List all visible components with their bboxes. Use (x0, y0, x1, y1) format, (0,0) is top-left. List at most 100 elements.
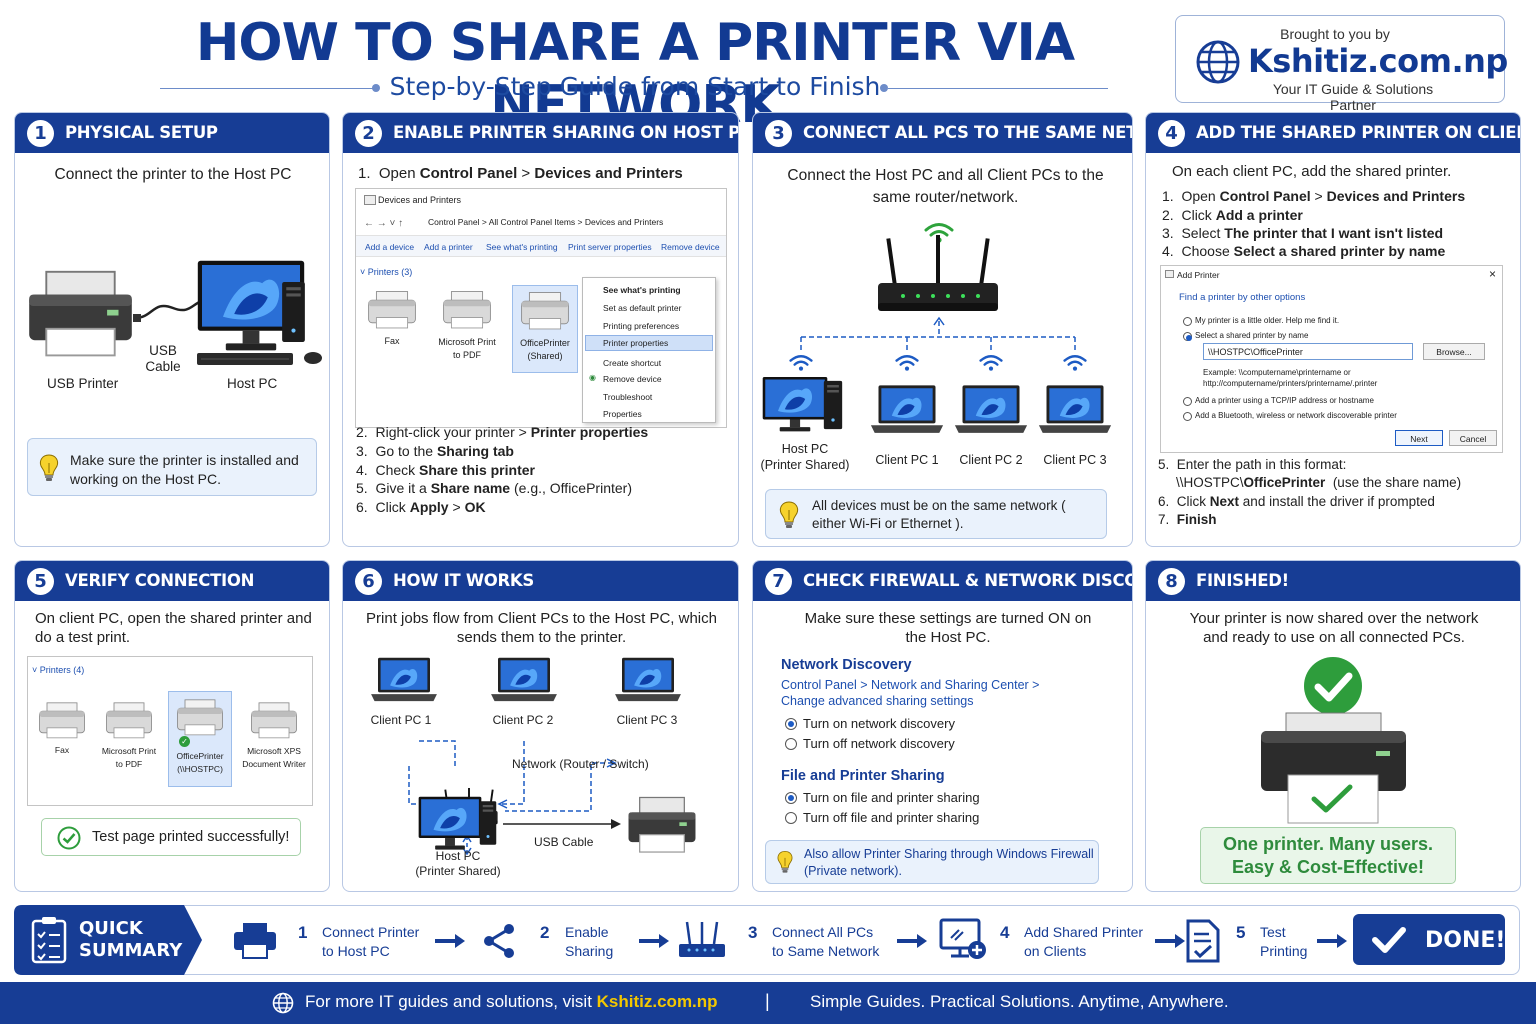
step-6-title: HOW IT WORKS (393, 571, 534, 590)
usb-cable-arrow (503, 819, 621, 829)
opt-tcpip-radio[interactable] (1183, 397, 1192, 406)
opt-bluetooth-label: Add a Bluetooth, wireless or network dis… (1195, 411, 1397, 420)
menu-properties[interactable]: Properties (603, 409, 642, 419)
subtitle-dot-left (372, 84, 380, 92)
page-subtitle: Step-by-Step Guide from Start to Finish (389, 72, 881, 101)
nd-on-label: Turn on network discovery (803, 716, 955, 731)
device-fax-label: Fax (384, 336, 400, 346)
crumb-devices[interactable]: Devices and Printers (584, 217, 664, 227)
globe-icon (1196, 40, 1240, 84)
browse-button[interactable]: Browse... (1423, 343, 1485, 360)
device-ms-xps[interactable]: Microsoft XPS Document Writer (238, 701, 310, 781)
step-5-number: 5 (27, 568, 54, 595)
wifi-client1-icon (895, 354, 919, 372)
crumb-control-panel[interactable]: Control Panel (428, 217, 480, 227)
file-printer-sharing-title: File and Printer Sharing (781, 768, 945, 784)
window-nav-arrows[interactable]: ← → ˅ ↑ (364, 218, 404, 229)
crumb-all-items[interactable]: All Control Panel Items (488, 217, 576, 227)
advanced-sharing-path: Control Panel > Network and Sharing Cent… (781, 678, 1040, 708)
printer-path-input[interactable]: \\HOSTPC\OfficePrinter (1203, 343, 1413, 360)
menu-see-printing[interactable]: See what's printing (603, 285, 681, 295)
printers-group-5[interactable]: ˅ Printers (4) (32, 665, 85, 675)
brand-box[interactable]: Brought to you by Kshitiz.com.np Your IT… (1175, 15, 1508, 113)
summary-arrow-5 (1337, 934, 1347, 948)
step-2-header: 2 ENABLE PRINTER SHARING ON HOST PC (343, 113, 738, 153)
toolbar-see-printing[interactable]: See what's printing (486, 242, 558, 252)
fp-on-radio[interactable] (785, 792, 797, 804)
step-2-instruction-5: 5. Give it a Share name (e.g., OfficePri… (356, 480, 632, 496)
step-5-panel: 5 VERIFY CONNECTION On client PC, open t… (14, 560, 330, 892)
step-4-number: 4 (1158, 120, 1185, 147)
test-success-text: Test page printed successfully! (92, 829, 290, 845)
step-8-title: FINISHED! (1196, 571, 1289, 590)
step-3-header: 3 CONNECT ALL PCS TO THE SAME NETWORK (753, 113, 1132, 153)
device-ms-print-pdf-label: Microsoft Print to PDF (438, 337, 496, 360)
usb-cable-label: USB Cable (145, 343, 181, 374)
summary-step-3-num: 3 (748, 923, 758, 942)
next-button[interactable]: Next (1395, 430, 1443, 446)
done-button[interactable]: DONE! (1353, 914, 1505, 965)
summary-label-shape (14, 905, 202, 975)
device-ms-print-pdf[interactable]: Microsoft Print to PDF (434, 289, 500, 379)
close-icon[interactable]: × (1489, 267, 1497, 281)
fp-on-label: Turn on file and printer sharing (803, 790, 980, 805)
step-1-header: 1 PHYSICAL SETUP (15, 113, 329, 153)
add-printer-dialog: Add Printer × Find a printer by other op… (1160, 265, 1503, 453)
finished-printer-icon (1261, 712, 1406, 824)
printers-group[interactable]: ˅ Printers (3) (360, 267, 413, 277)
step-1-number: 1 (27, 120, 54, 147)
footer-bar: For more IT guides and solutions, visit … (0, 982, 1536, 1024)
fp-off-label: Turn off file and printer sharing (803, 810, 980, 825)
step-2-title: ENABLE PRINTER SHARING ON HOST PC (393, 123, 739, 142)
device-fax[interactable]: Fax (362, 289, 422, 379)
step-8-description: Your printer is now shared over the netw… (1189, 610, 1479, 646)
summary-title: QUICK SUMMARY (79, 918, 183, 961)
slogan-line-1: One printer. Many users. (1222, 834, 1434, 854)
summary-arrow-2-shaft (639, 939, 661, 943)
footer-link[interactable]: Kshitiz.com.np (596, 992, 718, 1011)
opt-older-radio[interactable] (1183, 317, 1192, 326)
usb-printer-label: USB Printer (47, 376, 119, 391)
host-tower-icon (281, 281, 306, 343)
router-icon (873, 233, 1003, 323)
fp-off-radio[interactable] (785, 812, 797, 824)
menu-printing-preferences[interactable]: Printing preferences (603, 321, 680, 331)
path-example: Example: \\computername\printername or h… (1203, 368, 1378, 388)
menu-remove-device[interactable]: Remove device (603, 374, 662, 384)
window-breadcrumb: Control Panel > All Control Panel Items … (428, 217, 664, 227)
opt-shared-radio[interactable] (1183, 332, 1192, 341)
opt-bluetooth-radio[interactable] (1183, 412, 1192, 421)
cancel-button[interactable]: Cancel (1449, 430, 1497, 446)
toolbar-add-printer[interactable]: Add a printer (424, 242, 473, 252)
nd-on-radio[interactable] (785, 718, 797, 730)
toolbar-print-server[interactable]: Print server properties (568, 242, 652, 252)
summary-step-4-label: Add Shared Printer on Clients (1024, 924, 1144, 959)
checkmark-icon (1372, 927, 1406, 953)
device-ms-print-pdf-5[interactable]: Microsoft Print to PDF (96, 701, 162, 781)
menu-printer-properties[interactable]: Printer properties (603, 338, 669, 348)
step-1-tip-text: Make sure the printer is installed and w… (70, 452, 299, 487)
device-officeprinter-5[interactable]: ✓ OfficePrinter (\\HOSTPC) (168, 691, 232, 787)
toolbar-add-device[interactable]: Add a device (365, 242, 415, 252)
client-pc-2-label: Client PC 2 (959, 453, 1023, 467)
window-toolbar: Add a device Add a printer See what's pr… (356, 235, 726, 257)
wifi-client3-icon (1063, 354, 1087, 372)
brand-name: Kshitiz.com.np (1248, 42, 1508, 80)
device-fax-5[interactable]: Fax (34, 701, 90, 781)
context-menu: See what's printing Set as default print… (582, 277, 716, 423)
device-officeprinter[interactable]: OfficePrinter (Shared) (512, 285, 578, 373)
step-5-title: VERIFY CONNECTION (65, 571, 255, 590)
brand-brought-by: Brought to you by (1280, 26, 1390, 42)
step-3-description: Connect the Host PC and all Client PCs t… (787, 167, 1104, 206)
menu-set-default[interactable]: Set as default printer (603, 303, 682, 313)
step-2-panel: 2 ENABLE PRINTER SHARING ON HOST PC 1. O… (342, 112, 739, 547)
wifi-host-icon (789, 354, 813, 372)
summary-arrow-4-shaft (1155, 939, 1177, 943)
menu-create-shortcut[interactable]: Create shortcut (603, 358, 662, 368)
device-ms-xps-label: Microsoft XPS Document Writer (242, 746, 306, 769)
nd-off-radio[interactable] (785, 738, 797, 750)
step-4-description: On each client PC, add the shared printe… (1172, 163, 1452, 180)
footer-globe-icon (272, 992, 294, 1014)
menu-troubleshoot[interactable]: Troubleshoot (603, 392, 653, 402)
toolbar-remove-device[interactable]: Remove device (661, 242, 720, 252)
